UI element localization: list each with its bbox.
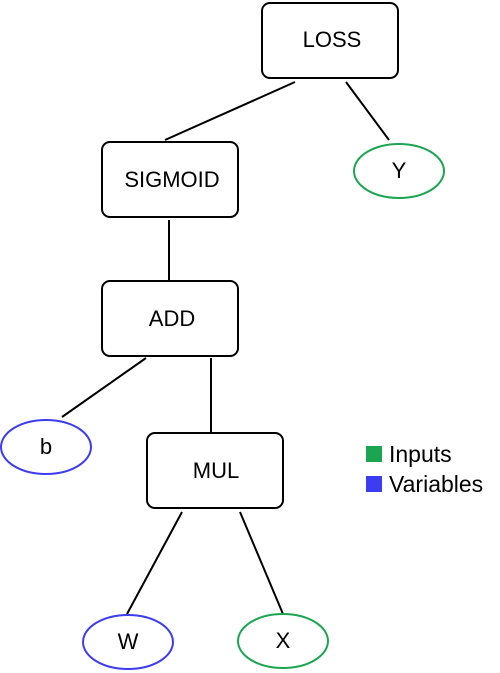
node-y: Y: [353, 143, 445, 199]
node-w-label: W: [118, 629, 139, 654]
node-sigmoid-label: SIGMOID: [124, 167, 219, 192]
legend: Inputs Variables: [366, 441, 483, 497]
node-x-ellipse: [237, 613, 329, 669]
edge-y-loss: [345, 81, 390, 141]
node-add-label: ADD: [149, 306, 195, 331]
node-x-label: X: [276, 628, 291, 653]
edge-sigmoid-loss: [164, 81, 296, 141]
node-b: b: [0, 419, 92, 475]
legend-variables-label: Variables: [389, 471, 483, 497]
node-mul: MUL: [146, 432, 284, 509]
legend-variables-swatch: [366, 476, 382, 492]
node-x: X: [237, 613, 329, 669]
node-loss: LOSS: [261, 2, 399, 79]
legend-inputs-label: Inputs: [389, 441, 452, 467]
node-y-label: Y: [392, 158, 407, 183]
node-w-ellipse: [82, 614, 174, 670]
node-b-label: b: [40, 434, 52, 459]
node-w: W: [82, 614, 174, 670]
edge-w-mul: [126, 511, 183, 615]
node-add: ADD: [101, 280, 239, 357]
node-loss-label: LOSS: [303, 27, 362, 52]
edge-x-mul: [239, 511, 284, 615]
node-b-ellipse: [0, 419, 92, 475]
node-sigmoid: SIGMOID: [101, 141, 239, 218]
edge-b-add: [61, 357, 147, 418]
node-mul-label: MUL: [193, 458, 239, 483]
node-y-ellipse: [353, 143, 445, 199]
legend-inputs-swatch: [366, 446, 382, 462]
